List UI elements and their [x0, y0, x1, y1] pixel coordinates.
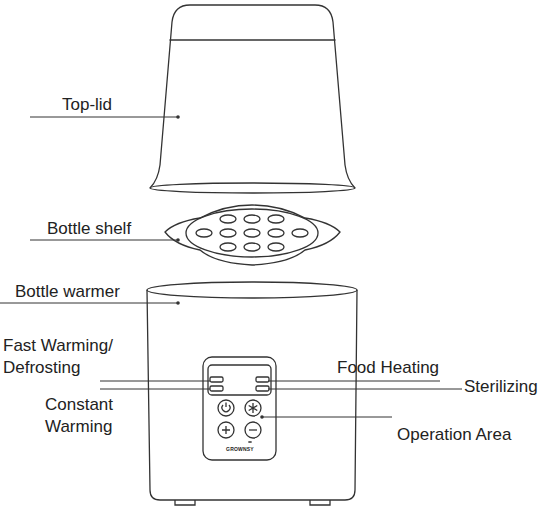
- shelf-holes: [196, 215, 308, 251]
- top-lid-rim: [150, 183, 355, 193]
- leader-dots: [176, 115, 264, 419]
- shelf-hole: [196, 229, 212, 237]
- bottle-shelf-outline: [165, 205, 340, 265]
- brand-logo: GROWNSY: [210, 446, 270, 452]
- operation-panel: [203, 357, 276, 460]
- power-symbol: [222, 403, 230, 412]
- panel-screen: [208, 365, 271, 395]
- top-lid-band: [170, 39, 336, 40]
- warmer-feet: [175, 500, 330, 505]
- shelf-hole: [268, 215, 284, 223]
- indicator-constant-warming: [210, 386, 223, 391]
- indicator-fast-warming: [210, 377, 223, 382]
- shelf-hole: [268, 229, 284, 237]
- shelf-hole: [220, 215, 236, 223]
- shelf-hole: [292, 229, 308, 237]
- bottle-shelf-inner: [186, 209, 318, 257]
- shelf-hole: [268, 243, 284, 251]
- shelf-hole: [220, 229, 236, 237]
- part-label: Top-lid: [62, 94, 162, 116]
- leader-lines: [0, 117, 462, 417]
- indicator-sterilizing: [256, 386, 269, 391]
- shelf-hole: [220, 243, 236, 251]
- mode-button: [245, 400, 261, 416]
- part-label: Operation Area: [397, 424, 547, 446]
- button-label: Fast Warming/ Defrosting: [3, 335, 128, 379]
- plus-symbol: [222, 426, 230, 434]
- top-lid-outline: [150, 5, 355, 188]
- mode-symbol: [249, 403, 258, 413]
- indicator-food-heating: [256, 377, 269, 382]
- shelf-hole: [244, 229, 260, 237]
- shelf-hole: [244, 243, 260, 251]
- part-label: Bottle warmer: [15, 281, 165, 303]
- power-button: [218, 400, 234, 416]
- shelf-hole: [244, 215, 260, 223]
- button-label: Constant Warming: [45, 394, 155, 438]
- minus-symbol: [249, 429, 257, 430]
- part-label: Bottle shelf: [47, 218, 177, 240]
- warmer-body: [147, 290, 357, 500]
- logo-mark: [248, 441, 252, 443]
- button-label: Sterilizing: [464, 376, 548, 398]
- minus-button: [245, 422, 261, 438]
- button-label: Food Heating: [337, 357, 457, 379]
- warmer-top-rim: [147, 282, 357, 298]
- plus-button: [218, 422, 234, 438]
